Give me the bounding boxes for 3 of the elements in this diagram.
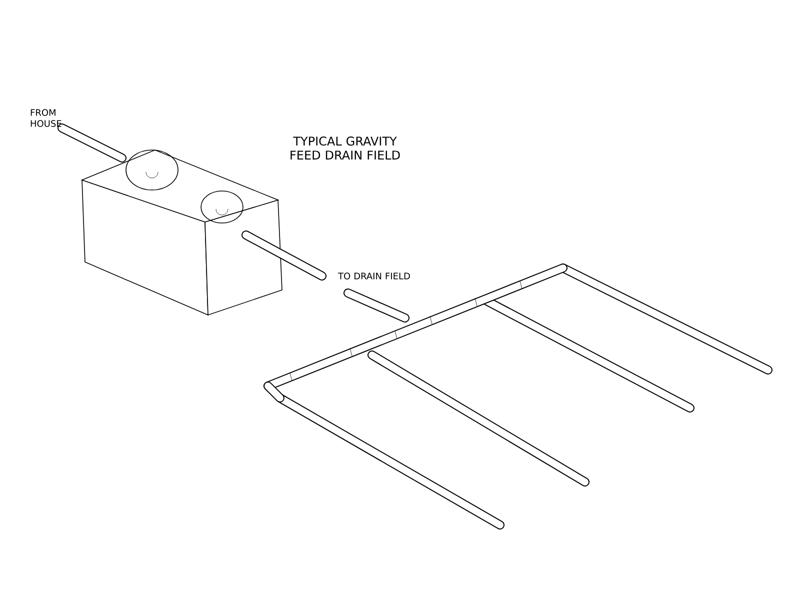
title: TYPICAL GRAVITY FEED DRAIN FIELD [290,136,400,160]
pipe-label: TO DRAIN FIELD [338,272,410,280]
pipe-label: FROM HOUSE [30,109,62,127]
